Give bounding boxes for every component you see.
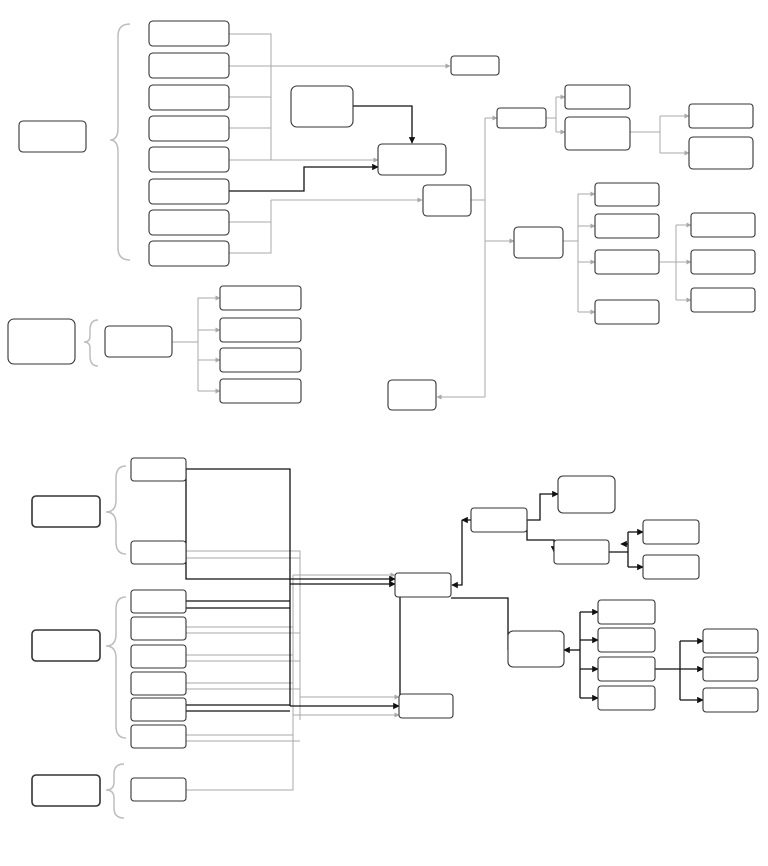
top-dark-connectors bbox=[229, 105, 416, 192]
bottom-box-branch-b3-1 bbox=[702, 628, 759, 654]
bottom-dark-connectors bbox=[185, 468, 704, 712]
top-box-col-4 bbox=[148, 115, 230, 142]
top-box-col-2 bbox=[148, 52, 230, 79]
top-box-small-target bbox=[450, 55, 500, 76]
top-box-col-3 bbox=[148, 84, 230, 111]
bottom-box-branch-b2 bbox=[597, 627, 656, 653]
bottom-box-b1 bbox=[130, 589, 187, 614]
top-box-lower-4 bbox=[219, 378, 302, 404]
bottom-box-b4 bbox=[130, 671, 187, 696]
bottom-label-2 bbox=[31, 629, 101, 662]
bottom-box-a2 bbox=[130, 540, 187, 565]
bottom-label-1 bbox=[31, 495, 101, 528]
bottom-box-b3 bbox=[130, 644, 187, 669]
brace-bottom-3 bbox=[105, 763, 125, 819]
top-box-merge bbox=[377, 143, 447, 176]
top-box-lower-2 bbox=[219, 317, 302, 343]
bottom-box-branch-a bbox=[470, 507, 528, 533]
bottom-box-b2 bbox=[130, 616, 187, 641]
top-box-branch-a bbox=[496, 107, 547, 129]
bottom-box-branch-b bbox=[507, 630, 565, 668]
top-box-branch-a2-1 bbox=[688, 103, 754, 129]
top-box-return bbox=[387, 379, 437, 411]
top-box-branch-b4 bbox=[594, 299, 660, 325]
bottom-box-branch-b3-3 bbox=[702, 687, 759, 713]
bottom-box-branch-a2-2 bbox=[642, 554, 700, 580]
top-box-square bbox=[290, 85, 354, 128]
top-box-lower-1 bbox=[219, 285, 302, 311]
top-box-col-5 bbox=[148, 146, 230, 173]
top-box-lower-3 bbox=[219, 347, 302, 373]
brace-bottom-1 bbox=[105, 465, 127, 555]
top-box-branch-a1 bbox=[564, 84, 631, 110]
top-box-branch-b3-3 bbox=[690, 287, 756, 313]
bottom-box-branch-b1 bbox=[597, 599, 656, 625]
brace-left-top bbox=[109, 23, 131, 261]
top-box-col-7 bbox=[148, 209, 230, 236]
top-box-col-8 bbox=[148, 240, 230, 267]
top-box-branch-b bbox=[513, 226, 564, 259]
bottom-box-branch-b3 bbox=[597, 656, 656, 682]
bottom-box-branch-b4 bbox=[597, 685, 656, 711]
bottom-box-hub-2 bbox=[398, 693, 454, 719]
top-box-lower-source bbox=[104, 325, 173, 358]
bottom-gray-connectors bbox=[186, 550, 400, 791]
brace-left-mid bbox=[83, 319, 99, 367]
top-box-branch-a2-2 bbox=[688, 136, 754, 170]
top-box-branch-b3-1 bbox=[690, 212, 756, 238]
top-box-hub bbox=[422, 184, 472, 217]
bottom-box-branch-a2 bbox=[553, 539, 610, 565]
bottom-label-3 bbox=[31, 774, 101, 807]
bottom-box-branch-a1 bbox=[557, 475, 616, 514]
brace-bottom-2 bbox=[105, 596, 127, 739]
bottom-diagram bbox=[31, 457, 759, 819]
bottom-box-b6 bbox=[130, 724, 187, 749]
top-box-lower-left-label bbox=[7, 318, 76, 365]
top-diagram bbox=[7, 20, 756, 411]
bottom-box-hub bbox=[394, 572, 452, 598]
top-box-col-1 bbox=[148, 20, 230, 47]
top-box-branch-b2 bbox=[594, 213, 660, 239]
bottom-box-branch-a2-1 bbox=[642, 519, 700, 545]
bottom-box-c1 bbox=[130, 777, 187, 802]
top-box-col-6 bbox=[148, 178, 230, 205]
top-box-branch-b3-2 bbox=[690, 249, 756, 275]
top-box-branch-a2 bbox=[564, 116, 631, 151]
top-box-branch-b1 bbox=[594, 182, 660, 207]
bottom-box-b5 bbox=[130, 697, 187, 722]
top-box-left-label bbox=[18, 120, 87, 153]
bottom-box-branch-b3-2 bbox=[702, 656, 759, 682]
bottom-box-a1 bbox=[130, 457, 187, 482]
top-box-branch-b3 bbox=[594, 249, 660, 275]
